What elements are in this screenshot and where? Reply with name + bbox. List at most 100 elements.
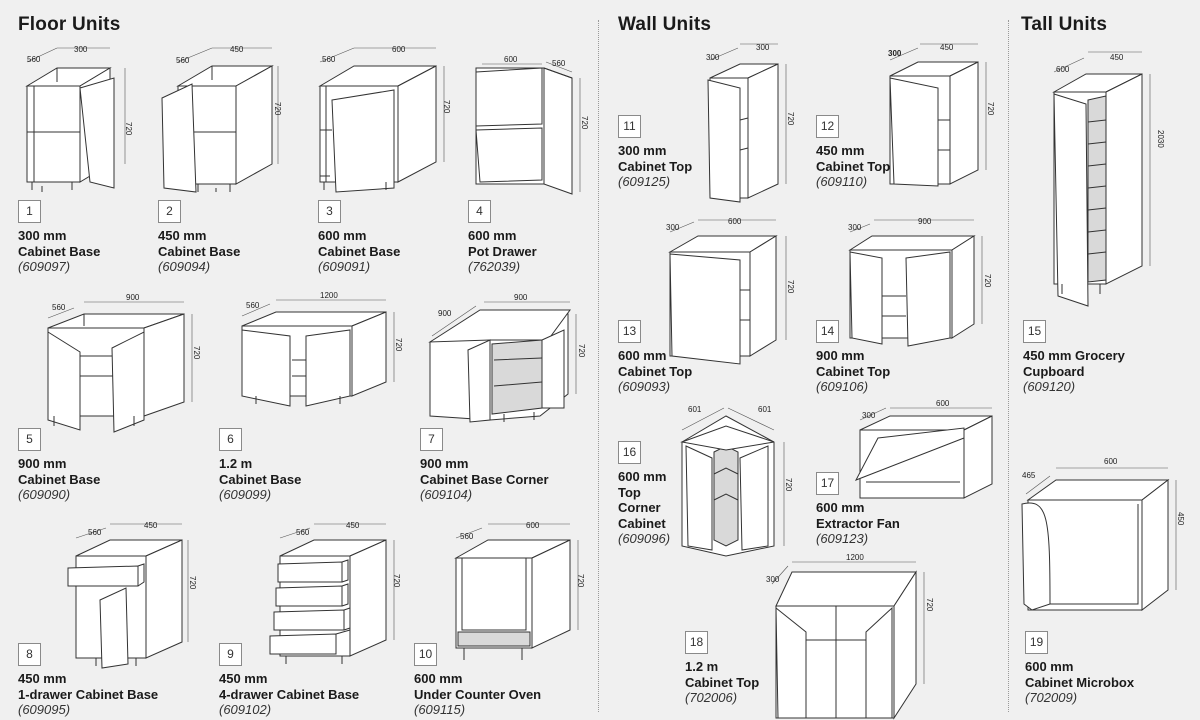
unit-17-drawing: 600 300 — [852, 398, 1002, 508]
unit-13-drawing: 600 300 720 — [664, 216, 804, 376]
unit-18-height: 720 — [925, 598, 934, 612]
unit-3-width: 600 — [392, 45, 406, 54]
unit-1-number: 1 — [18, 200, 41, 223]
unit-15-drawing: 450 600 2030 — [1040, 48, 1170, 310]
unit-7-height: 720 — [577, 344, 586, 358]
unit-18-depth: 300 — [766, 575, 780, 584]
unit-5-drawing: 900 560 720 — [44, 293, 204, 433]
unit-7-drawing: 900 900 720 — [424, 293, 594, 426]
unit-15-width: 450 — [1110, 53, 1124, 62]
unit-8-height: 720 — [188, 576, 197, 590]
unit-11-height: 720 — [786, 112, 795, 126]
unit-2-drawing: 450 560 720 — [158, 42, 288, 193]
unit-18-number: 18 — [685, 631, 708, 654]
unit-10-number: 10 — [414, 643, 437, 666]
unit-1-height: 720 — [124, 122, 133, 136]
unit-8-depth: 560 — [88, 528, 102, 537]
unit-11-width: 300 — [756, 43, 770, 52]
unit-19-number: 19 — [1025, 631, 1048, 654]
unit-19-width: 600 — [1104, 457, 1118, 466]
unit-14-width: 900 — [918, 217, 932, 226]
unit-3-height: 720 — [442, 100, 451, 114]
unit-19-drawing: 600 465 450 — [1018, 457, 1194, 618]
unit-5-height: 720 — [192, 346, 201, 360]
unit-7-depth: 900 — [438, 309, 452, 318]
unit-13-number: 13 — [618, 320, 641, 343]
unit-7-width: 900 — [514, 293, 528, 302]
unit-15-depth: 600 — [1056, 65, 1070, 74]
unit-13-height: 720 — [786, 280, 795, 294]
unit-6-number: 6 — [219, 428, 242, 451]
unit-12-drawing: 450 300 720 — [880, 40, 1010, 200]
wall-tall-divider — [1008, 20, 1009, 712]
floor-units-heading: Floor Units — [18, 14, 121, 35]
unit-16-height: 720 — [784, 478, 793, 492]
unit-17-depth: 300 — [862, 411, 876, 420]
unit-9-number: 9 — [219, 643, 242, 666]
unit-2-depth: 560 — [176, 56, 190, 65]
unit-1-depth: 560 — [27, 55, 41, 64]
unit-8-number: 8 — [18, 643, 41, 666]
unit-3-number: 3 — [318, 200, 341, 223]
unit-17-number: 17 — [816, 472, 839, 495]
unit-4-drawing: 600 560 720 — [472, 42, 592, 195]
unit-4-height: 720 — [580, 116, 589, 130]
unit-9-height: 720 — [392, 574, 401, 588]
unit-15-number: 15 — [1023, 320, 1046, 343]
unit-3-depth: 560 — [322, 55, 336, 64]
unit-2-width: 450 — [230, 45, 244, 54]
unit-18-drawing: 1200 300 720 — [766, 552, 946, 720]
unit-14-depth: 300 — [848, 223, 862, 232]
unit-14-height: 720 — [983, 274, 992, 288]
unit-13-width: 600 — [728, 217, 742, 226]
unit-6-depth: 560 — [246, 301, 260, 310]
unit-9-drawing: 450 560 720 — [266, 520, 406, 670]
unit-8-width: 450 — [144, 521, 158, 530]
unit-16-number: 16 — [618, 441, 641, 464]
unit-6-width: 1200 — [320, 291, 338, 300]
unit-13-depth: 300 — [666, 223, 680, 232]
unit-16-depth: 601 — [688, 405, 702, 414]
unit-2-height: 720 — [273, 102, 282, 116]
unit-4-width: 600 — [504, 55, 518, 64]
unit-14-number: 14 — [816, 320, 839, 343]
unit-12-width: 450 — [940, 43, 954, 52]
tall-units-heading: Tall Units — [1021, 14, 1108, 35]
unit-5-number: 5 — [18, 428, 41, 451]
unit-10-width: 600 — [526, 521, 540, 530]
unit-15-height: 2030 — [1156, 130, 1165, 148]
unit-7-number: 7 — [420, 428, 443, 451]
unit-14-drawing: 900 300 720 — [846, 216, 996, 356]
unit-3-drawing: 600 560 720 — [318, 42, 458, 193]
unit-9-depth: 560 — [296, 528, 310, 537]
unit-4-depth: 560 — [552, 59, 566, 68]
unit-1-width: 300 — [74, 45, 88, 54]
unit-5-depth: 560 — [52, 303, 66, 312]
wall-units-heading: Wall Units — [618, 14, 712, 35]
unit-11-drawing: 300 300 720 — [700, 40, 810, 210]
unit-16-drawing: 601 601 720 — [678, 400, 808, 557]
unit-16-width: 601 — [758, 405, 772, 414]
unit-6-drawing: 1200 560 720 — [236, 291, 406, 416]
unit-10-depth: 560 — [460, 532, 474, 541]
unit-2-number: 2 — [158, 200, 181, 223]
unit-9-width: 450 — [346, 521, 360, 530]
unit-8-drawing: 450 560 720 — [66, 520, 206, 670]
